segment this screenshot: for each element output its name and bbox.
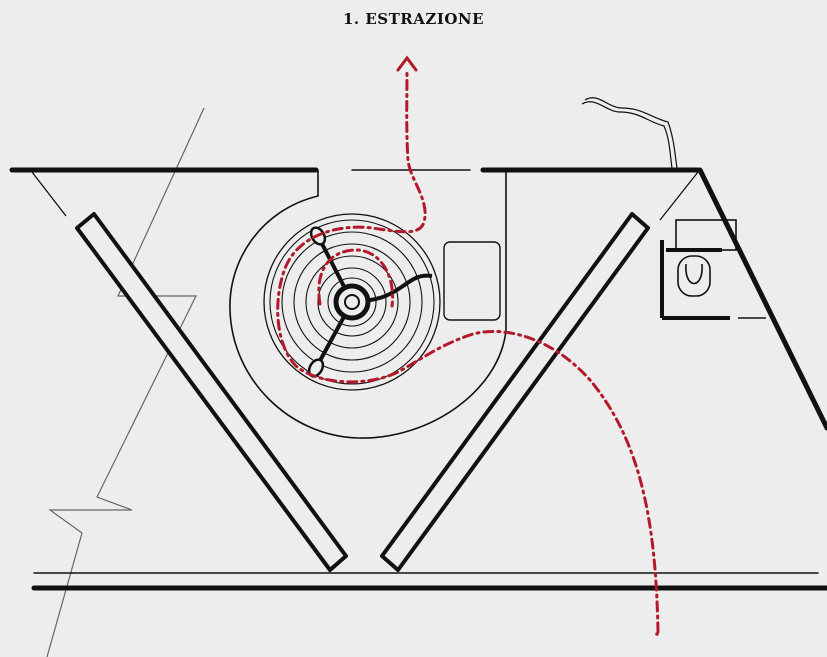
fan-housing (229, 170, 507, 439)
fan-impeller (263, 213, 441, 391)
break-line-left (46, 107, 205, 657)
airflow-tail (655, 632, 659, 636)
airflow-path (276, 68, 660, 634)
airflow-arrow-up (396, 55, 418, 72)
filter-left (75, 212, 348, 572)
fan-hub (307, 226, 433, 378)
diagram-title: 1. ESTRAZIONE (342, 10, 485, 28)
motor-box (443, 241, 501, 321)
right-casing (697, 167, 827, 431)
power-cable (581, 97, 678, 169)
corner-lines (31, 171, 699, 221)
filter-right (380, 212, 650, 572)
bottom-plate (31, 572, 827, 591)
pulley-wheel (660, 219, 766, 320)
